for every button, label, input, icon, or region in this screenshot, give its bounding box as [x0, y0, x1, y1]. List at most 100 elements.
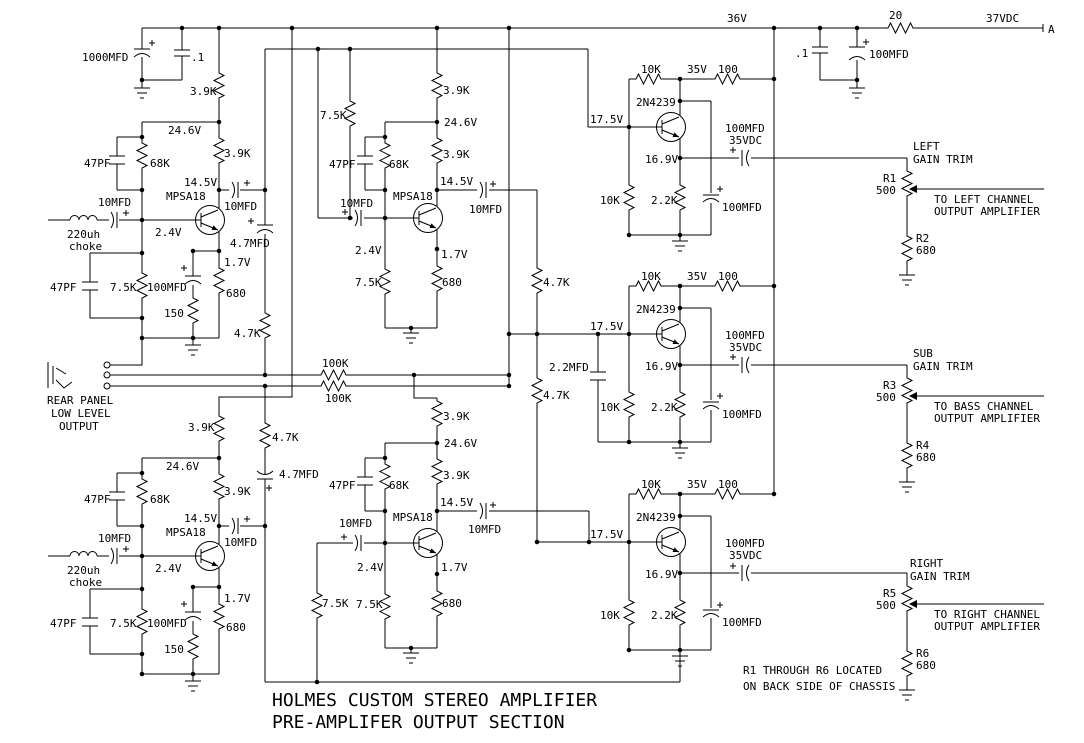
resistor-label: 3.9K	[188, 421, 215, 434]
jack-label: OUTPUT	[59, 420, 99, 433]
labels-stage-a: 3.9K 24.6V 47PF 68K 3.9K 14.5V MPSA18 10…	[50, 85, 270, 340]
capacitor-label: 47PF	[84, 157, 111, 170]
labels-jack: REAR PANEL LOW LEVEL OUTPUT 100K 100K 4.…	[47, 276, 589, 433]
labels-follower-right: 10K 35V 100 2N4239 17.5V 16.9V 100MFD 35…	[590, 478, 1040, 672]
plus-icon	[716, 392, 724, 400]
resistor-label: 3.9K	[224, 147, 251, 160]
resistor-icon	[213, 264, 225, 300]
resistor-label: 10K	[600, 609, 620, 622]
resistor-icon	[311, 589, 323, 625]
capacitor-label: 100MFD	[725, 329, 765, 342]
follower-right-wires	[628, 493, 1044, 690]
transistor-label: MPSA18	[393, 190, 433, 203]
jack-contact	[103, 371, 111, 379]
inductor-label: choke	[69, 576, 102, 589]
capacitor-label: .1	[795, 47, 808, 60]
voltage-label: 2.4V	[355, 244, 382, 257]
resistor-icon	[213, 412, 225, 448]
voltage-label: 1.7V	[224, 592, 251, 605]
plus-icon	[340, 533, 348, 541]
capacitor-label: 10MFD	[98, 532, 131, 545]
wiper-arrow-icon	[909, 185, 917, 193]
plus-icon	[180, 264, 188, 272]
capacitor-label: 47PF	[329, 158, 356, 171]
voltage-label: 14.5V	[184, 176, 217, 189]
junction-dots	[139, 25, 860, 685]
ground-icon	[133, 87, 151, 99]
capacitor-label: 10MFD	[468, 523, 501, 536]
resistor-label: 68K	[389, 158, 409, 171]
pot-ref-label: R1	[883, 172, 896, 185]
voltage-label: 16.9V	[645, 360, 678, 373]
wiper-arrow-icon	[909, 600, 917, 608]
plus-icon	[243, 515, 251, 523]
capacitor-label: 1000MFD	[82, 51, 128, 64]
resistor-icon	[431, 587, 443, 623]
capacitor-label: 10MFD	[340, 197, 373, 210]
resistor-label: 3.9K	[443, 410, 470, 423]
rail-voltage-label: 36V	[727, 12, 747, 25]
voltage-label: 2.4V	[155, 562, 182, 575]
resistor-label: 3.9K	[443, 469, 470, 482]
follower-left	[587, 49, 1044, 286]
capacitor-label: 10MFD	[224, 200, 257, 213]
stage-d-wires	[316, 375, 590, 682]
ground-icon	[402, 332, 420, 344]
resistor-value-label: 680	[916, 451, 936, 464]
resistor-label: 4.7K	[272, 431, 299, 444]
capacitor-label: 2.2MFD	[549, 361, 589, 374]
resistor-icon	[531, 264, 543, 300]
resistor-label: 7.5K	[356, 598, 383, 611]
resistor-label: 10K	[641, 478, 661, 491]
resistor-label: 4.7K	[234, 327, 261, 340]
transistor-icon	[656, 527, 686, 557]
voltage-label: 24.6V	[444, 437, 477, 450]
resistor-label: 68K	[150, 157, 170, 170]
capacitor-label: 4.7MFD	[230, 237, 270, 250]
ground-icon	[898, 689, 916, 701]
transistor-label: MPSA18	[166, 526, 206, 539]
jack-contact	[103, 361, 111, 369]
transistor-icon	[413, 528, 443, 558]
resistor-icon	[187, 630, 199, 666]
resistor-icon	[213, 134, 225, 170]
capacitor-label: 100MFD	[147, 281, 187, 294]
voltage-label: 17.5V	[590, 528, 623, 541]
follower-left-wires	[587, 49, 1044, 275]
trim-title: SUB	[913, 347, 933, 360]
wiper-arrow-icon	[909, 392, 917, 400]
resistor-icon	[623, 596, 635, 632]
voltage-label: 14.5V	[440, 175, 473, 188]
resistor-icon	[623, 388, 635, 424]
resistor-icon	[431, 455, 443, 491]
capacitor-label: 100MFD	[722, 201, 762, 214]
capacitor-label: 100MFD	[725, 122, 765, 135]
wire-top-rail	[142, 24, 1044, 493]
resistor-label: 2.2K	[651, 401, 678, 414]
trim-title: RIGHT	[910, 557, 943, 570]
resistor-icon	[317, 369, 353, 381]
output-voltage-label: 37VDC	[986, 12, 1019, 25]
resistor-label: 100K	[325, 392, 352, 405]
resistor-label: 100	[718, 63, 738, 76]
plus-icon	[489, 501, 497, 509]
resistor-icon	[317, 380, 353, 392]
resistor-icon	[901, 439, 913, 475]
schematic-title: HOLMES CUSTOM STEREO AMPLIFIER	[272, 690, 597, 711]
resistor-label: 7.5K	[355, 276, 382, 289]
capacitor-label: 10MFD	[339, 517, 372, 530]
stage-b-wires	[48, 386, 274, 682]
pot-ref-label: R5	[883, 587, 896, 600]
resistor-icon	[213, 470, 225, 506]
resistor-ref-label: R2	[916, 232, 929, 245]
jack-contact	[103, 382, 111, 390]
transistor-label: MPSA18	[393, 511, 433, 524]
capacitor-label: 35VDC	[729, 134, 762, 147]
voltage-label: 17.5V	[590, 113, 623, 126]
transistor-icon	[656, 319, 686, 349]
resistor-icon	[431, 69, 443, 105]
plus-icon	[122, 209, 130, 217]
transistor-icon	[195, 541, 225, 571]
resistor-label: 10K	[641, 270, 661, 283]
